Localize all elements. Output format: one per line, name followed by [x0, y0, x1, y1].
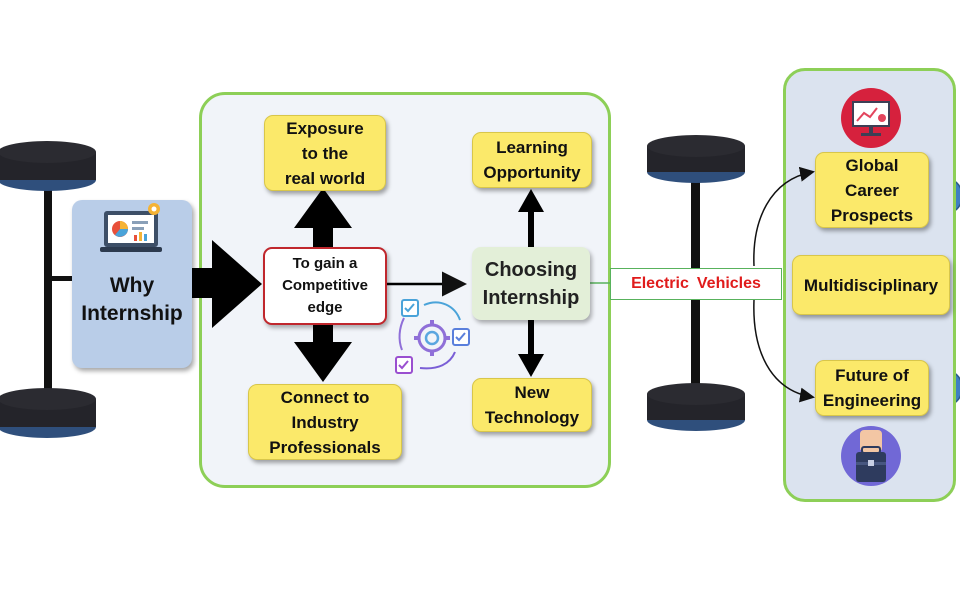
why-internship-card: Why Internship: [72, 200, 192, 368]
choosing-internship-box: Choosing Internship: [472, 247, 590, 320]
wheel-left-top: [0, 141, 96, 191]
competitive-edge-box: To gain a Competitive edge: [263, 247, 387, 325]
curve-to-engineering: [753, 299, 815, 403]
laptop-analytics-icon: [100, 203, 162, 252]
exposure-box: Exposure to the real world: [264, 115, 386, 191]
wheel-left-bottom: [0, 388, 96, 438]
wheel-right-top: [647, 135, 745, 183]
curve-to-career: [753, 166, 815, 267]
ev-word-vehicles: Vehicles: [696, 275, 761, 292]
big-arrow-right: [192, 240, 262, 328]
arrow-up-learning: [518, 189, 544, 247]
ev-word-electric: Electric: [631, 275, 689, 292]
electric-vehicles-label: Electric Vehicles: [610, 268, 782, 300]
left-axle: [44, 165, 72, 390]
arrow-down-newtech: [518, 320, 544, 377]
big-arrow-up: [294, 188, 352, 247]
big-arrow-down: [294, 321, 352, 382]
future-engineering-box: Future of Engineering: [815, 360, 929, 416]
connect-box: Connect to Industry Professionals: [248, 384, 402, 460]
multidisciplinary-box: Multidisciplinary: [792, 255, 950, 315]
presentation-board-icon: [841, 88, 901, 148]
learning-box: Learning Opportunity: [472, 132, 592, 188]
gear-checklist-cycle-icon: [395, 299, 470, 374]
new-technology-box: New Technology: [472, 378, 592, 432]
briefcase-icon: [841, 426, 901, 486]
wheel-right-bottom: [647, 383, 745, 431]
global-career-box: Global Career Prospects: [815, 152, 929, 228]
why-internship-label: Why Internship: [81, 274, 183, 325]
